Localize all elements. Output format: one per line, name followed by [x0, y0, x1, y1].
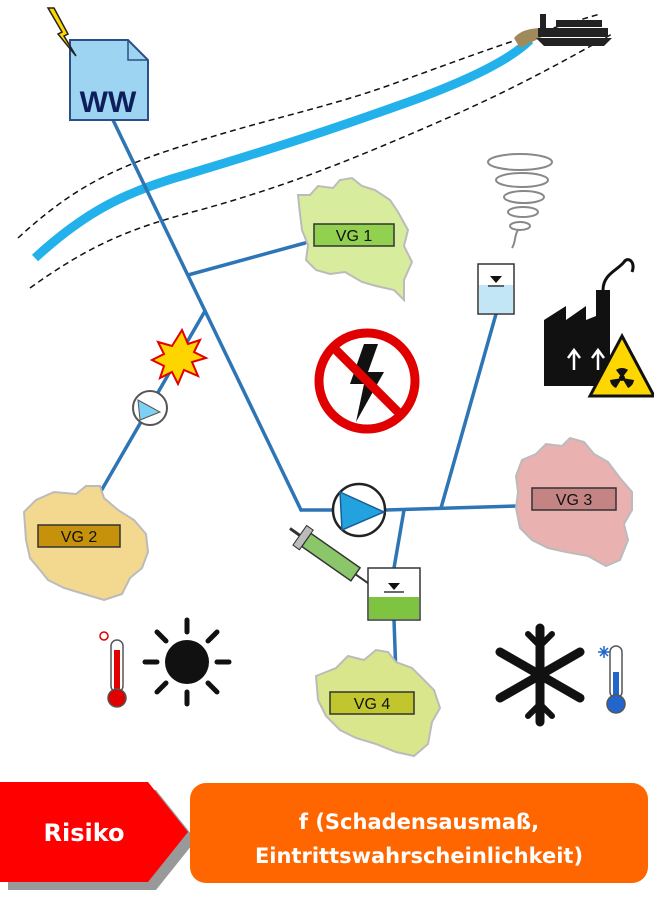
river-bank-lower: [29, 33, 613, 289]
no-power-icon: [314, 328, 420, 434]
pipe-to-tank: [439, 312, 498, 510]
lightning-icon: [46, 7, 77, 57]
pipe-to-vg1: [186, 241, 307, 277]
river-water: [31, 36, 534, 262]
explosion-icon: [149, 327, 209, 387]
thermometer-hot-icon: [99, 631, 127, 708]
snowflake-icon: [495, 623, 585, 727]
formula-line-2: Eintrittswahrscheinlichkeit): [255, 844, 583, 868]
factory-icon: [544, 258, 635, 386]
pump-small-icon: [132, 390, 168, 426]
tank-icon: [477, 263, 515, 315]
risk-label: Risiko: [43, 819, 124, 847]
vg3-label: VG 3: [556, 492, 593, 509]
waterworks: WW: [69, 39, 149, 121]
supply-area-vg3: VG 3: [514, 436, 633, 568]
sun-icon: [142, 617, 232, 707]
vg4-label-box: [329, 691, 415, 715]
vg1-label: VG 1: [336, 228, 373, 245]
pipe-pump-to-vg3: [384, 504, 520, 512]
storage-tank-icon: [367, 567, 421, 621]
waterworks-label: WW: [80, 86, 137, 119]
pipe-to-storage: [392, 508, 406, 570]
supply-area-vg1: VG 1: [296, 176, 414, 303]
supply-area-vg4: VG 4: [314, 648, 442, 758]
radiation-icon: [587, 332, 654, 398]
formula-line-1: f (Schadensausmaß,: [299, 810, 539, 834]
tornado-icon: [487, 153, 553, 249]
vg1-label-box: [313, 223, 395, 247]
vg2-label: VG 2: [61, 529, 98, 546]
supply-area-vg2: VG 2: [22, 485, 150, 602]
risk-arrow: [0, 782, 188, 882]
pump-icon: [331, 482, 387, 538]
river: [17, 13, 613, 289]
river-bank-upper: [17, 13, 601, 239]
ship-icon: [514, 14, 612, 48]
vg3-label-box: [531, 487, 617, 511]
pipe-main-trunk: [111, 118, 303, 512]
formula-box: [190, 783, 648, 883]
vg4-label: VG 4: [354, 696, 391, 713]
syringe-icon: [289, 524, 375, 588]
thermometer-cold-icon: [598, 645, 626, 714]
risk-formula: Risiko f (Schadensausmaß, Eintrittswahrs…: [0, 782, 648, 890]
vg2-label-box: [37, 524, 121, 548]
